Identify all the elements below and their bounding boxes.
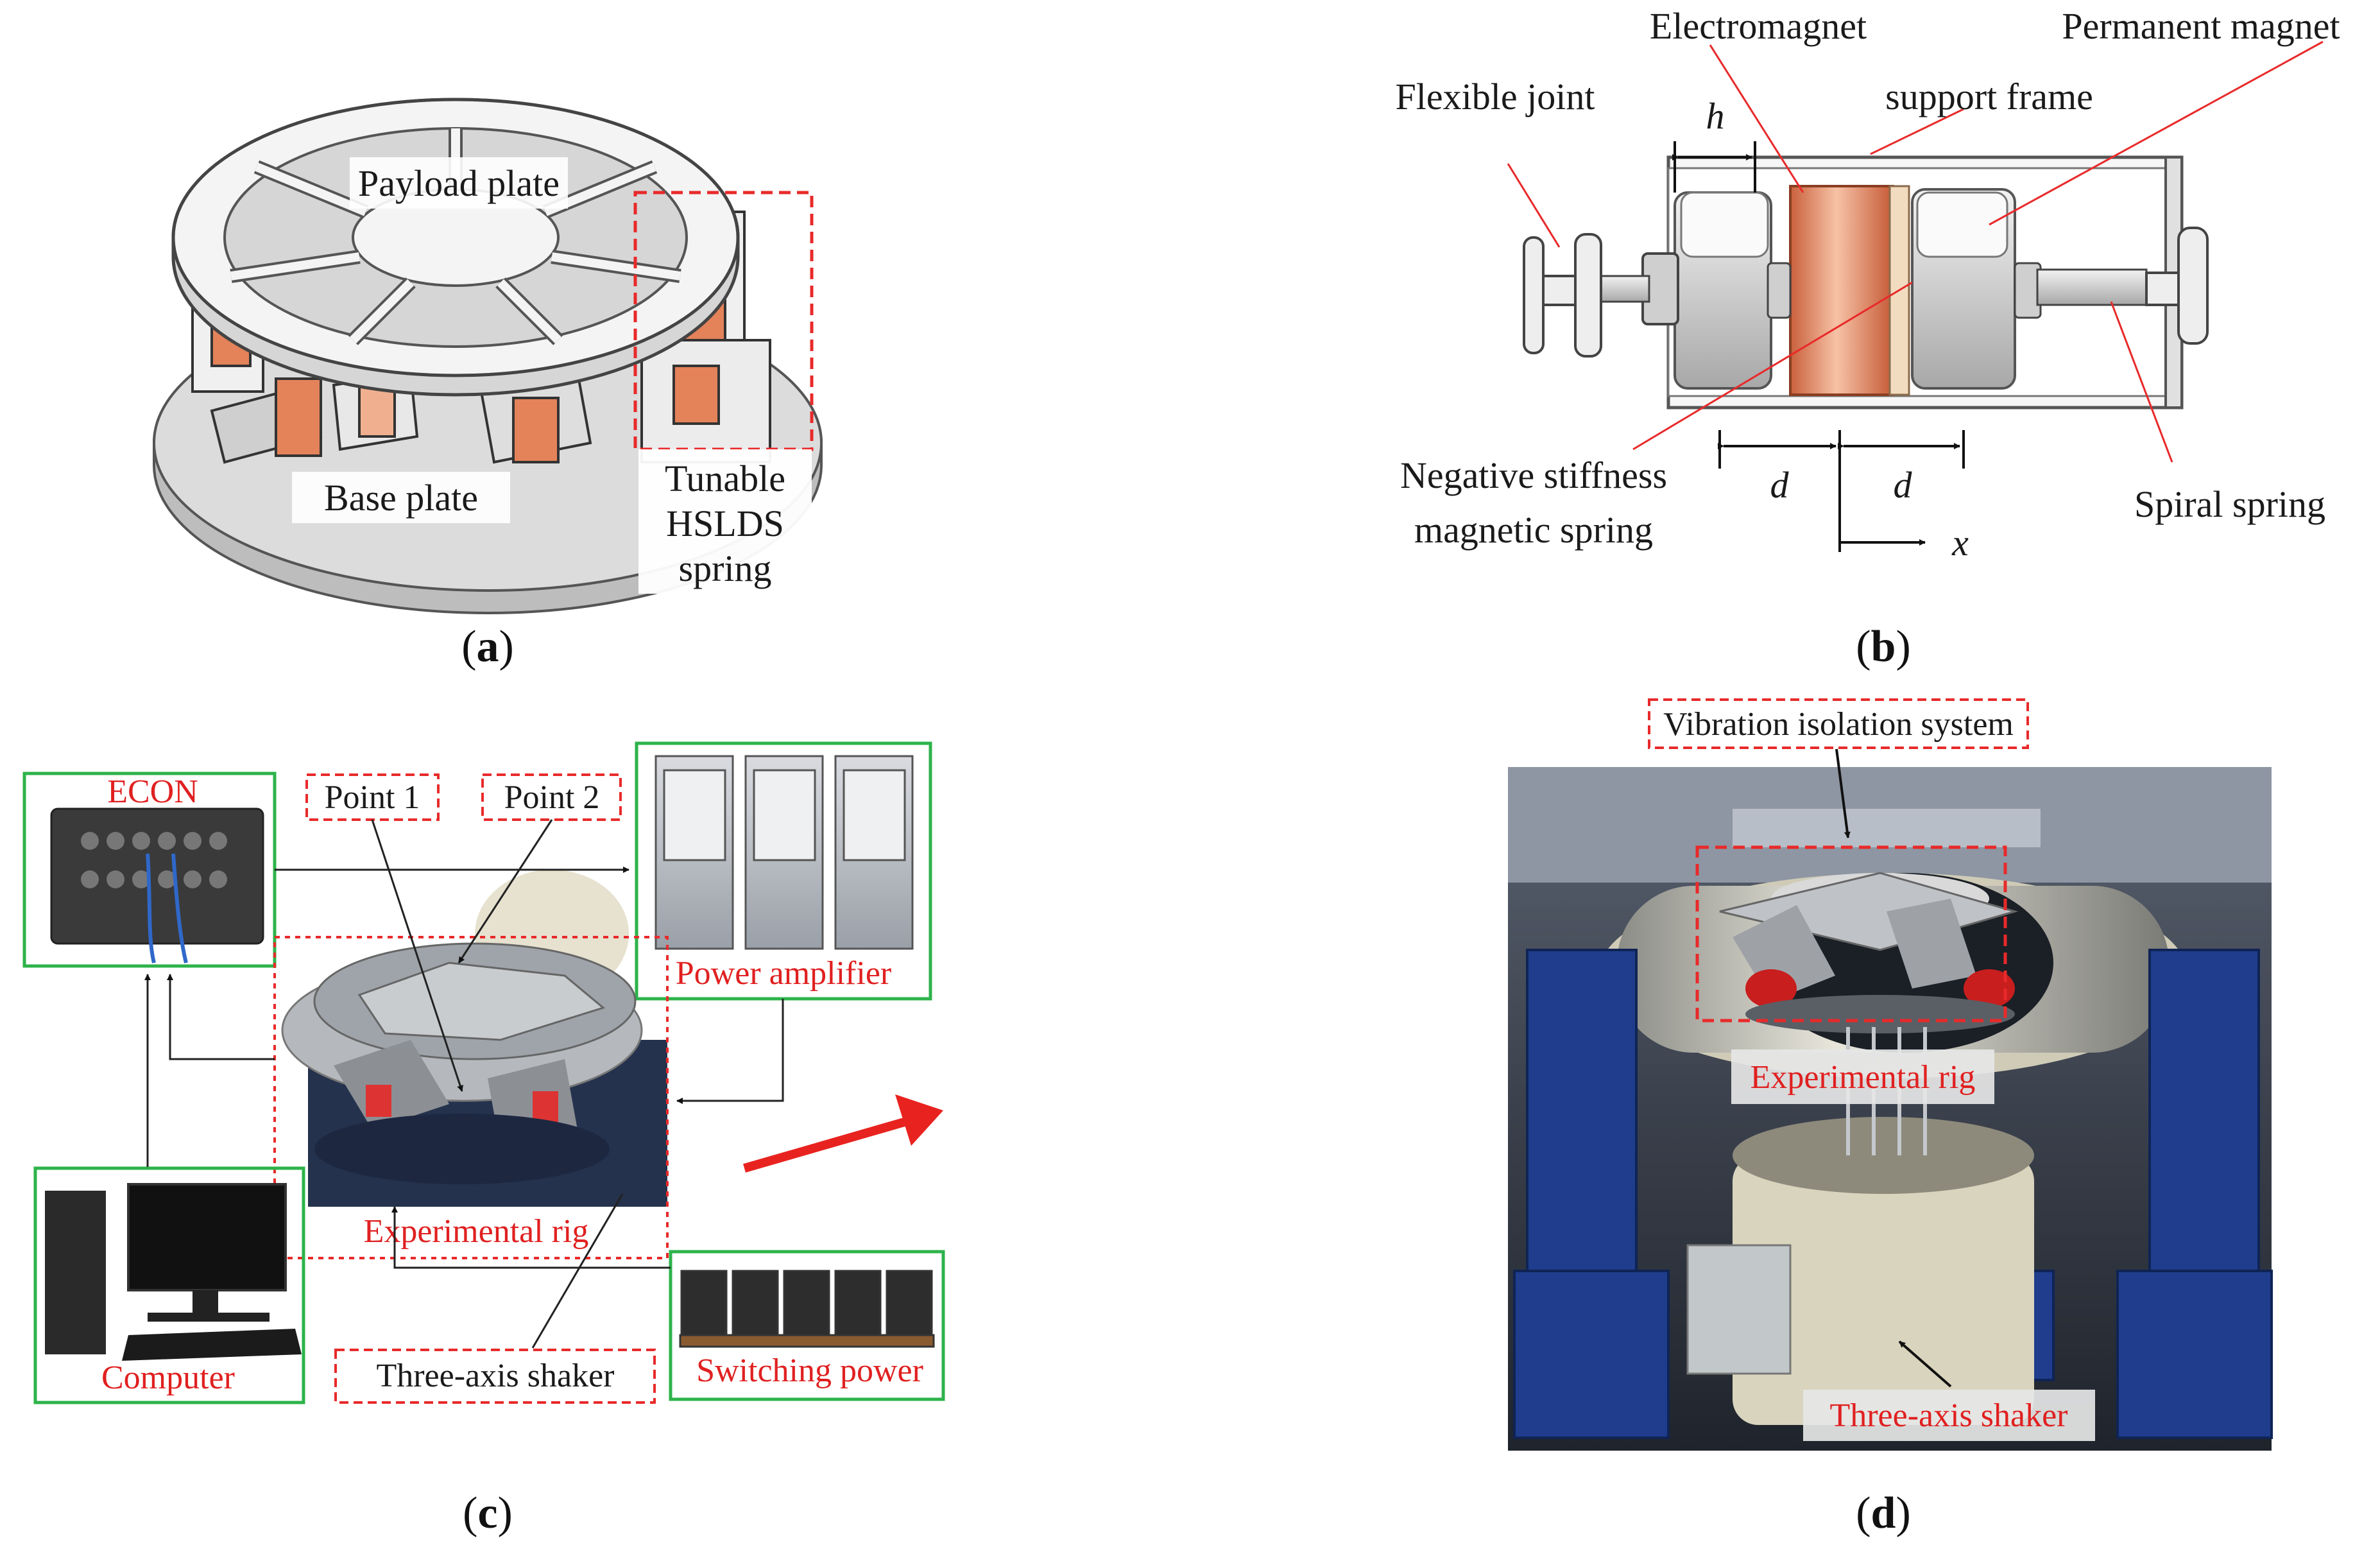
dimension-d bbox=[1718, 430, 1965, 552]
switching-power-image bbox=[679, 1270, 935, 1348]
panel-b: h d d x Electromagnet Permanent magnet F… bbox=[1396, 5, 2340, 671]
experimental-rig-highlight bbox=[273, 936, 669, 1259]
spiral-spring-label: Spiral spring bbox=[2134, 483, 2325, 525]
point2-label: Point 2 bbox=[504, 779, 600, 816]
tunable-label-line2: HSLDS bbox=[666, 503, 784, 544]
point1-label: Point 1 bbox=[325, 779, 420, 816]
connectors-c bbox=[144, 819, 784, 1349]
payload-plate-label: Payload plate bbox=[358, 162, 560, 204]
switching-power-label: Switching power bbox=[696, 1352, 923, 1389]
isolation-rig bbox=[1719, 872, 2019, 1155]
three-axis-shaker-label-d: Three-axis shaker bbox=[1829, 1397, 2068, 1434]
tunable-label-line3: spring bbox=[679, 548, 772, 589]
vibration-isolation-label: Vibration isolation system bbox=[1663, 706, 2014, 743]
support-frame-label: support frame bbox=[1885, 76, 2093, 117]
permanent-magnet-label: Permanent magnet bbox=[2062, 5, 2340, 47]
point2-box bbox=[481, 773, 622, 821]
negative-stiffness-label-line2: magnetic spring bbox=[1414, 509, 1653, 551]
flexible-joint-right bbox=[2145, 227, 2209, 345]
dim-d-left: d bbox=[1770, 464, 1790, 506]
experimental-rig-label-d: Experimental rig bbox=[1751, 1059, 1976, 1096]
dim-h-label: h bbox=[1706, 95, 1725, 137]
dimension-h bbox=[1672, 141, 1756, 193]
electromagnet-shape bbox=[1789, 185, 1894, 396]
negative-stiffness-label-line1: Negative stiffness bbox=[1400, 454, 1667, 496]
vibration-isolation-box bbox=[1648, 698, 2029, 749]
base-plate-label: Base plate bbox=[324, 477, 478, 519]
flexible-joint-label: Flexible joint bbox=[1396, 76, 1595, 117]
flexible-joint-left bbox=[1523, 233, 1602, 358]
arrows-d bbox=[1835, 748, 1952, 1388]
computer-box bbox=[33, 1166, 305, 1404]
isolation-system-highlight bbox=[1695, 845, 2007, 1023]
axis-x-label: x bbox=[1951, 522, 1969, 564]
excitation-arrow bbox=[743, 1094, 943, 1173]
caption-d: (d) bbox=[1856, 1489, 1911, 1538]
econ-label: ECON bbox=[107, 773, 198, 810]
panel-c: ECON Power amplifier Point 1 Point 2 bbox=[22, 741, 945, 1538]
rig-image bbox=[281, 870, 667, 1207]
panel-d: Vibration isolation system Experimental … bbox=[1508, 698, 2273, 1538]
computer-label: Computer bbox=[101, 1359, 235, 1396]
caption-a: (a) bbox=[461, 622, 514, 671]
computer-image bbox=[45, 1183, 302, 1361]
three-axis-shaker-label-c: Three-axis shaker bbox=[376, 1358, 614, 1394]
payload-plate-shape bbox=[171, 98, 740, 397]
experimental-rig-label-c: Experimental rig bbox=[364, 1213, 589, 1250]
three-axis-shaker-box-c bbox=[334, 1349, 656, 1404]
caption-b: (b) bbox=[1856, 622, 1911, 671]
switching-power-box bbox=[669, 1250, 945, 1401]
power-amplifier-label: Power amplifier bbox=[676, 955, 891, 992]
dim-d-right: d bbox=[1894, 464, 1913, 506]
electromagnet-label: Electromagnet bbox=[1650, 5, 1867, 47]
leader-lines-b bbox=[1507, 40, 2324, 463]
amplifier-cabinets bbox=[655, 755, 914, 950]
tunable-label-line1: Tunable bbox=[665, 458, 785, 499]
panel-a: Payload plate Base plate Tunable HSLDS s… bbox=[153, 98, 823, 671]
caption-c: (c) bbox=[463, 1489, 513, 1538]
